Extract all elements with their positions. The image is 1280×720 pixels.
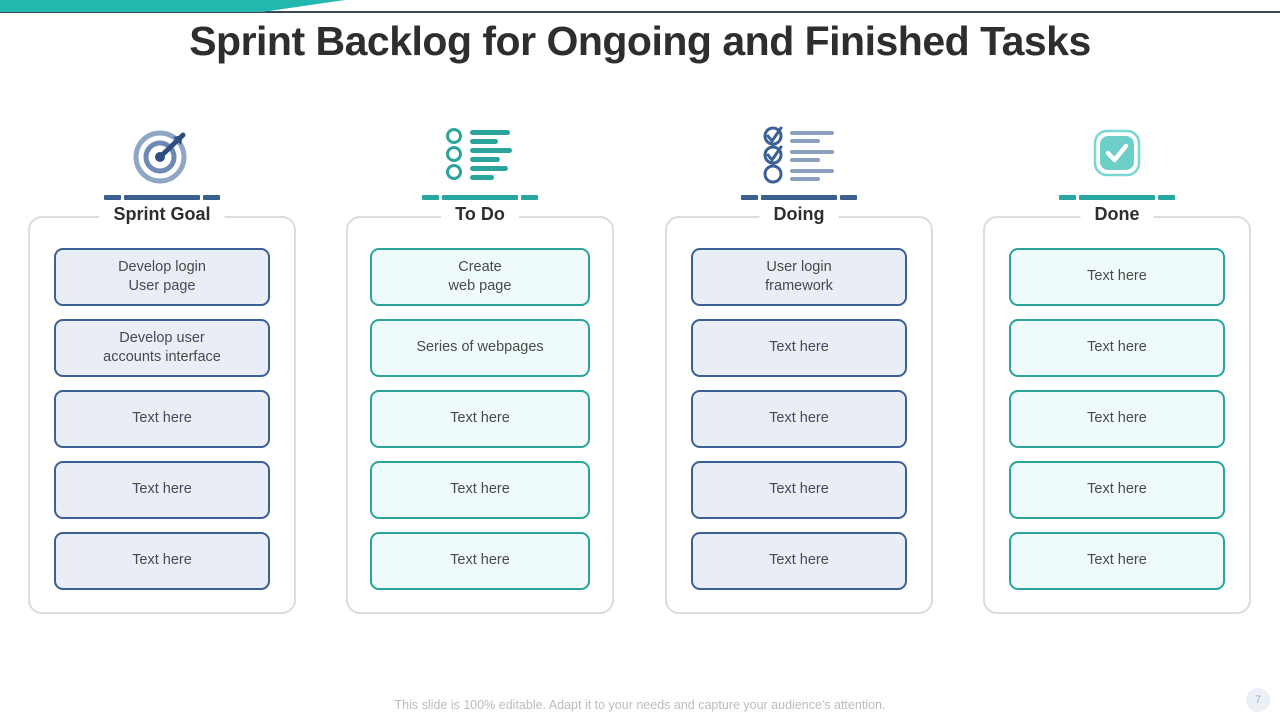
task-card[interactable]: Text here bbox=[1009, 390, 1225, 448]
kanban-board: Sprint Goal Develop login User page Deve… bbox=[0, 125, 1280, 645]
task-card[interactable]: Text here bbox=[54, 461, 270, 519]
panel-to-do: To Do Create web page Series of webpages… bbox=[346, 204, 614, 614]
task-card[interactable]: Develop user accounts interface bbox=[54, 319, 270, 377]
panel-done: Done Text here Text here Text here Text … bbox=[983, 204, 1251, 614]
task-card[interactable]: Text here bbox=[370, 461, 590, 519]
task-card[interactable]: Text here bbox=[1009, 319, 1225, 377]
task-card[interactable]: Text here bbox=[691, 532, 907, 590]
task-card[interactable]: Text here bbox=[1009, 248, 1225, 306]
column-divider bbox=[1059, 195, 1175, 200]
task-card[interactable]: Text here bbox=[54, 390, 270, 448]
task-card[interactable]: Text here bbox=[54, 532, 270, 590]
column-divider bbox=[741, 195, 857, 200]
column-divider bbox=[422, 195, 538, 200]
top-decoration-band bbox=[0, 0, 1280, 14]
top-rule-line bbox=[0, 11, 1280, 13]
panel-sprint-goal: Sprint Goal Develop login User page Deve… bbox=[28, 204, 296, 614]
page-title: Sprint Backlog for Ongoing and Finished … bbox=[189, 18, 1091, 64]
panel-doing: Doing User login framework Text here Tex… bbox=[665, 204, 933, 614]
panel-title: Sprint Goal bbox=[99, 204, 225, 225]
task-card[interactable]: User login framework bbox=[691, 248, 907, 306]
column-to-do: To Do Create web page Series of webpages… bbox=[346, 125, 614, 614]
column-doing: Doing User login framework Text here Tex… bbox=[665, 125, 933, 614]
checklist-unchecked-icon bbox=[346, 125, 614, 185]
task-card[interactable]: Create web page bbox=[370, 248, 590, 306]
column-divider bbox=[104, 195, 220, 200]
task-card[interactable]: Develop login User page bbox=[54, 248, 270, 306]
task-card[interactable]: Text here bbox=[691, 390, 907, 448]
task-card[interactable]: Text here bbox=[691, 319, 907, 377]
top-teal-wedge bbox=[0, 0, 345, 12]
page-number-badge: 7 bbox=[1246, 688, 1270, 712]
task-card[interactable]: Text here bbox=[1009, 532, 1225, 590]
task-card[interactable]: Text here bbox=[370, 532, 590, 590]
column-done: Done Text here Text here Text here Text … bbox=[983, 125, 1251, 614]
checkbox-checked-icon bbox=[983, 125, 1251, 185]
panel-title: To Do bbox=[441, 204, 519, 225]
column-sprint-goal: Sprint Goal Develop login User page Deve… bbox=[28, 125, 296, 614]
task-card[interactable]: Text here bbox=[370, 390, 590, 448]
panel-title: Done bbox=[1080, 204, 1154, 225]
footer-note: This slide is 100% editable. Adapt it to… bbox=[394, 698, 886, 712]
task-card[interactable]: Text here bbox=[1009, 461, 1225, 519]
checklist-partial-icon bbox=[665, 125, 933, 185]
target-arrow-icon bbox=[28, 125, 296, 185]
task-card[interactable]: Text here bbox=[691, 461, 907, 519]
task-card[interactable]: Series of webpages bbox=[370, 319, 590, 377]
panel-title: Doing bbox=[759, 204, 839, 225]
